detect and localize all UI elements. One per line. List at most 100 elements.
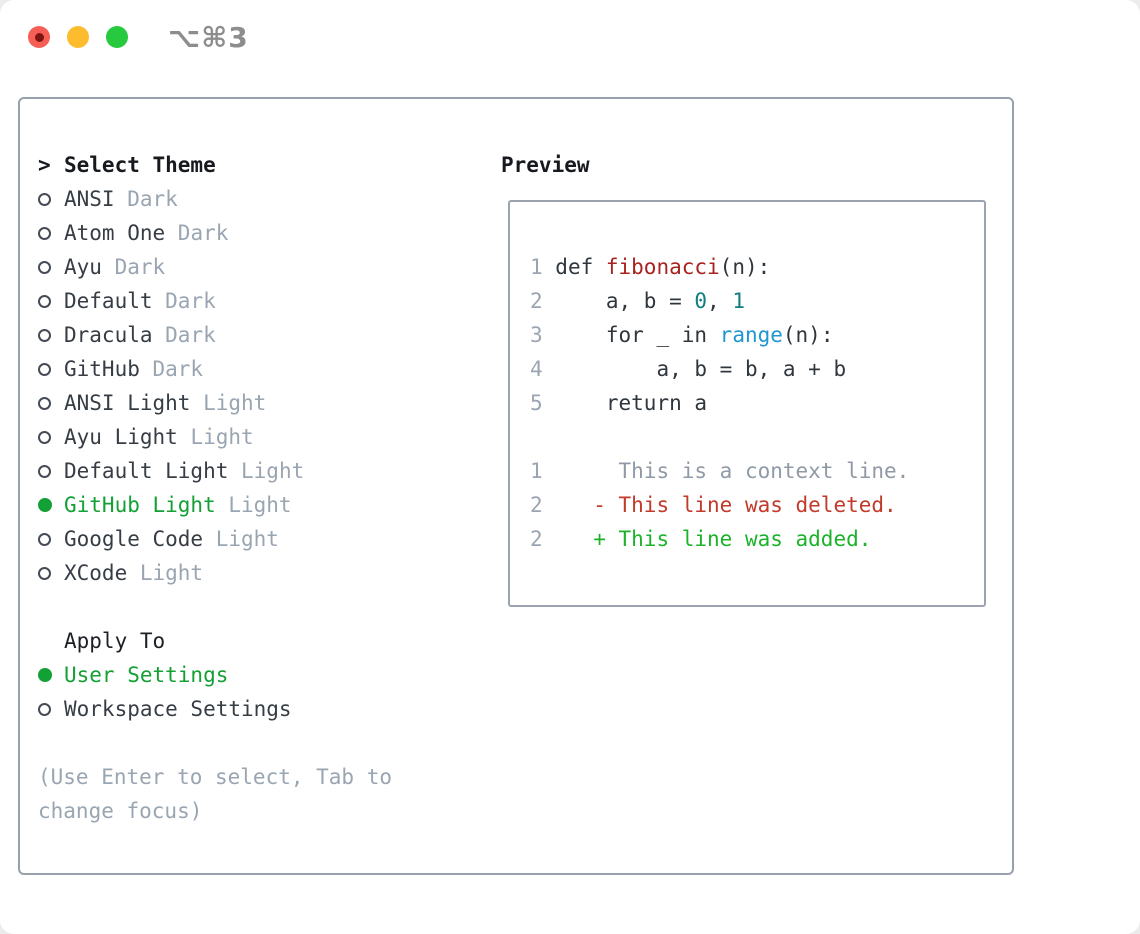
theme-name: GitHub Light <box>64 493 216 517</box>
theme-name: Ayu <box>64 255 102 279</box>
code-token-plain: a, b = b, a + b <box>555 357 847 381</box>
diff-context-line: 1 This is a context line. <box>530 454 984 488</box>
diff-deleted-line: 2 - This line was deleted. <box>530 488 984 522</box>
code-token-deleted: - This line was deleted. <box>542 493 897 517</box>
line-number: 1 <box>530 255 556 279</box>
window-title: ⌥⌘3 <box>168 21 249 54</box>
code-line-4: 4 a, b = b, a + b <box>530 352 984 386</box>
hint-text-line-1: (Use Enter to select, Tab to <box>38 765 393 789</box>
theme-name: Default <box>64 289 153 313</box>
line-number: 4 <box>530 357 556 381</box>
select-theme-header: > Select Theme <box>38 148 493 182</box>
code-token-plain: for _ in <box>555 323 720 347</box>
titlebar: ⌥⌘3 <box>0 0 1140 75</box>
diff-added-line: 2 + This line was added. <box>530 522 984 556</box>
code-token-context: This is a context line. <box>542 459 910 483</box>
theme-variant: Dark <box>114 255 166 279</box>
theme-name: XCode <box>64 561 128 585</box>
radio-unselected-icon <box>38 702 51 716</box>
theme-variant: Light <box>139 561 204 585</box>
apply-to-option[interactable]: Workspace Settings <box>38 692 493 726</box>
apply-to-option-label: User Settings <box>64 663 229 687</box>
radio-selected-icon <box>38 498 52 512</box>
line-number: 3 <box>530 323 556 347</box>
code-token-plain: , <box>707 289 733 313</box>
theme-variant: Dark <box>165 323 216 347</box>
close-button[interactable] <box>28 26 50 48</box>
theme-option[interactable]: Default Light Light <box>38 454 493 488</box>
apply-to-label: Apply To <box>64 629 166 653</box>
radio-unselected-icon <box>38 396 51 410</box>
code-token-added: + This line was added. <box>542 527 872 551</box>
code-token-plain: (n): <box>782 323 834 347</box>
code-token-num: 0 <box>694 289 708 313</box>
line-number: 5 <box>530 391 556 415</box>
code-line-1: 1 def fibonacci(n): <box>530 250 984 284</box>
theme-option[interactable]: GitHub Dark <box>38 352 493 386</box>
theme-option[interactable]: Google Code Light <box>38 522 493 556</box>
theme-option[interactable]: XCode Light <box>38 556 493 590</box>
focus-caret-icon: > <box>38 153 51 177</box>
zoom-button[interactable] <box>106 26 128 48</box>
theme-option[interactable]: Dracula Dark <box>38 318 493 352</box>
radio-unselected-icon <box>38 464 51 478</box>
code-token-plain: (n): <box>719 255 771 279</box>
theme-option[interactable]: Ayu Light Light <box>38 420 493 454</box>
radio-unselected-icon <box>38 532 51 546</box>
theme-variant: Dark <box>127 187 178 211</box>
theme-option[interactable]: GitHub Light Light <box>38 488 493 522</box>
traffic-lights <box>28 26 128 48</box>
theme-name: Atom One <box>64 221 166 245</box>
line-number: 1 <box>530 459 543 483</box>
theme-name: Ayu Light <box>64 425 178 449</box>
spacer <box>38 726 493 760</box>
preview-header: Preview <box>501 148 590 182</box>
line-number: 2 <box>530 289 556 313</box>
radio-unselected-icon <box>38 328 51 342</box>
code-token-plain: return a <box>555 391 708 415</box>
theme-name: Dracula <box>64 323 153 347</box>
minimize-button[interactable] <box>67 26 89 48</box>
apply-to-option-label: Workspace Settings <box>64 697 292 721</box>
theme-option[interactable]: ANSI Dark <box>38 182 493 216</box>
code-line-2: 2 a, b = 0, 1 <box>530 284 984 318</box>
radio-selected-icon <box>38 668 52 682</box>
radio-unselected-icon <box>38 566 51 580</box>
code-token-plain: a, b = <box>555 289 695 313</box>
theme-variant: Dark <box>152 357 204 381</box>
code-line-5: 5 return a <box>530 386 984 420</box>
blank-line <box>530 420 984 454</box>
select-theme-label: Select Theme <box>64 153 216 177</box>
theme-name: GitHub <box>64 357 140 381</box>
theme-name: ANSI <box>64 187 115 211</box>
theme-variant: Light <box>190 425 254 449</box>
theme-variant: Light <box>215 527 279 551</box>
radio-unselected-icon <box>38 430 51 444</box>
radio-unselected-icon <box>38 362 51 376</box>
theme-variant: Light <box>241 459 305 483</box>
preview-label: Preview <box>501 153 590 177</box>
theme-name: Default Light <box>64 459 229 483</box>
apply-to-option[interactable]: User Settings <box>38 658 493 692</box>
theme-option[interactable]: Ayu Dark <box>38 250 493 284</box>
spacer <box>38 590 493 624</box>
code-token-num: 1 <box>732 289 745 313</box>
line-number: 2 <box>530 527 543 551</box>
code-token-builtin: range <box>719 323 783 347</box>
radio-unselected-icon <box>38 294 51 308</box>
theme-name: Google Code <box>64 527 204 551</box>
theme-option[interactable]: ANSI Light Light <box>38 386 493 420</box>
theme-name: ANSI Light <box>64 391 191 415</box>
code-line-3: 3 for _ in range(n): <box>530 318 984 352</box>
radio-unselected-icon <box>38 226 51 240</box>
theme-variant: Light <box>203 391 267 415</box>
theme-variant: Light <box>228 493 292 517</box>
close-dot-icon <box>34 32 44 42</box>
